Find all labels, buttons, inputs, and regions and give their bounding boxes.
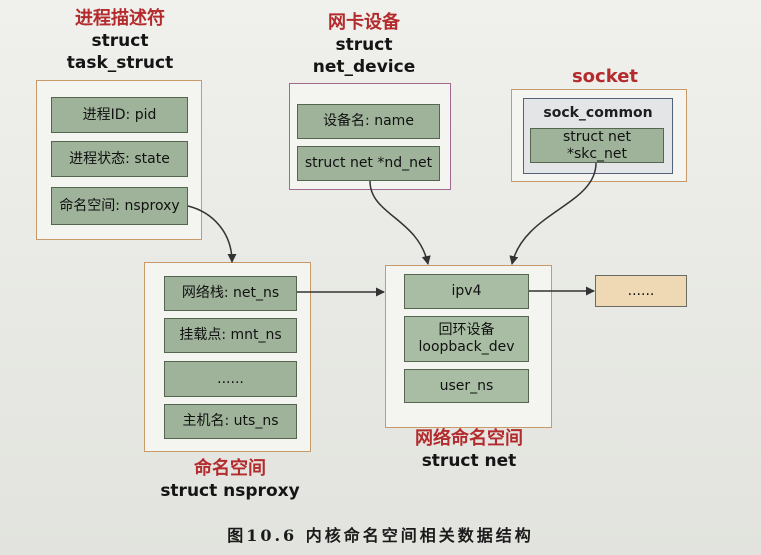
task-struct-title: 进程描述符 struct task_struct [40, 8, 200, 74]
task-struct-field-nsproxy: 命名空间: nsproxy [51, 187, 188, 225]
arrow-skc-net-to-net [509, 162, 597, 265]
net-field-user-ns: user_ns [404, 369, 529, 403]
nsproxy-field-mnt-ns: 挂载点: mnt_ns [164, 318, 297, 353]
net-device-title-en-2: net_device [312, 57, 416, 77]
net-label-cn: 网络命名空间 [415, 428, 523, 449]
nsproxy-field-net-ns: 网络栈: net_ns [164, 276, 297, 311]
nsproxy-field-ellipsis: ...... [164, 361, 297, 397]
net-device-field-nd-net: struct net *nd_net [297, 146, 440, 181]
net-label: 网络命名空间 struct net [388, 428, 550, 472]
task-struct-title-en-2: task_struct [66, 53, 174, 73]
figure-caption: 图10.6 内核命名空间相关数据结构 [227, 526, 534, 545]
net-device-title-cn: 网卡设备 [328, 12, 400, 33]
net-field-ipv4: ipv4 [404, 274, 529, 309]
nsproxy-label-en: struct nsproxy [160, 481, 300, 501]
sock-common-label: sock_common [543, 105, 653, 121]
task-struct-field-pid: 进程ID: pid [51, 97, 188, 133]
ipv4-target-box: ...... [595, 275, 687, 307]
socket-title: socket [540, 66, 670, 88]
net-device-title: 网卡设备 struct net_device [284, 12, 444, 78]
net-field-loopback: 回环设备 loopback_dev [404, 316, 529, 362]
net-label-en: struct net [421, 451, 517, 471]
nsproxy-label: 命名空间 struct nsproxy [150, 458, 310, 502]
arrow-nd-net-to-net [369, 180, 431, 265]
task-struct-field-state: 进程状态: state [51, 141, 188, 177]
arrow-nsproxy-to-net-ns [187, 205, 237, 263]
socket-field-skc-net: struct net *skc_net [530, 128, 664, 163]
net-device-field-name: 设备名: name [297, 104, 440, 139]
net-field-loopback-cn: 回环设备 [438, 322, 495, 338]
nsproxy-label-cn: 命名空间 [194, 458, 266, 479]
nsproxy-field-uts-ns: 主机名: uts_ns [164, 404, 297, 439]
net-field-loopback-en: loopback_dev [418, 339, 515, 355]
task-struct-title-cn: 进程描述符 [75, 8, 165, 29]
task-struct-title-en-1: struct [91, 31, 149, 51]
socket-title-text: socket [571, 66, 639, 87]
net-device-title-en-1: struct [335, 35, 393, 55]
